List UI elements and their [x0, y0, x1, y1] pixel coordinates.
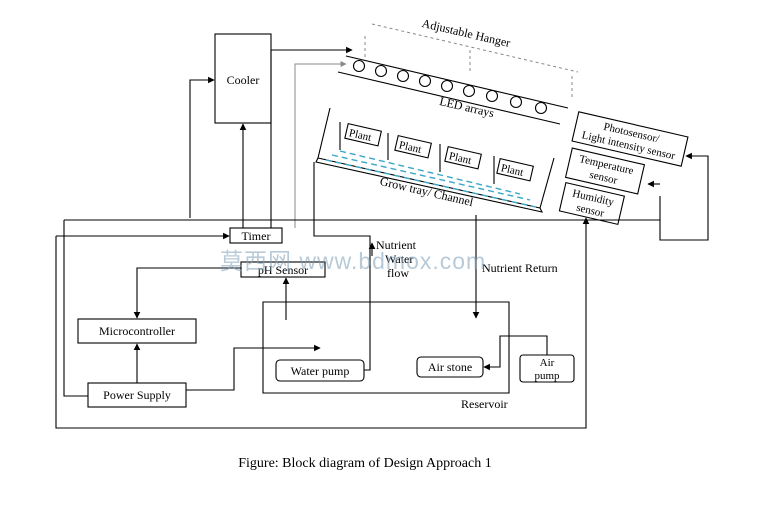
reservoir-block: Water pump Air stone Reservoir — [262, 301, 510, 411]
adjustable-hanger-label: Adjustable Hanger — [421, 16, 512, 50]
cooler-label: Cooler — [227, 73, 260, 87]
reservoir-label: Reservoir — [461, 397, 508, 411]
timer-block: Timer — [229, 227, 283, 244]
air-stone-label: Air stone — [428, 360, 472, 374]
timer-label: Timer — [242, 229, 271, 243]
grow-tray: Plant Plant Plant Plant Grow tray/ Chann… — [315, 107, 555, 213]
svg-text:Plant: Plant — [500, 162, 525, 179]
connections — [55, 46, 709, 429]
svg-text:Plant: Plant — [348, 127, 373, 144]
cooler-block: Cooler — [214, 33, 272, 124]
nutrient-flow-label-2: Water — [385, 252, 413, 266]
nutrient-return-label: Nutrient Return — [482, 261, 558, 275]
plant-1: Plant — [344, 122, 382, 147]
power-supply-label: Power Supply — [103, 388, 171, 402]
led-arrays: LED arrays — [337, 55, 569, 125]
nutrient-flow-label-3: flow — [387, 266, 409, 280]
svg-text:pump: pump — [534, 370, 560, 382]
ph-sensor-label: pH Sensor — [258, 263, 308, 277]
microcontroller-label: Microcontroller — [99, 324, 175, 338]
temperature-sensor-block: Temperature sensor — [564, 147, 646, 195]
watermark: 莫西网 www.bdmox.com — [220, 248, 486, 274]
svg-text:Plant: Plant — [398, 139, 423, 156]
microcontroller-block: Microcontroller — [77, 318, 197, 344]
water-pump-label: Water pump — [291, 364, 350, 378]
figure-caption: Figure: Block diagram of Design Approach… — [238, 456, 492, 471]
humidity-sensor-block: Humidity sensor — [558, 181, 626, 226]
nutrient-flow-label-1: Nutrient — [376, 238, 417, 252]
power-supply-block: Power Supply — [87, 382, 187, 408]
plant-3: Plant — [444, 145, 482, 170]
plant-2: Plant — [394, 134, 432, 159]
svg-text:Air: Air — [540, 357, 555, 369]
led-dots — [352, 59, 548, 115]
ph-sensor-block: pH Sensor — [240, 261, 326, 278]
plant-4: Plant — [496, 157, 534, 182]
air-pump-block: Air pump — [519, 354, 575, 383]
svg-text:Plant: Plant — [448, 150, 473, 167]
